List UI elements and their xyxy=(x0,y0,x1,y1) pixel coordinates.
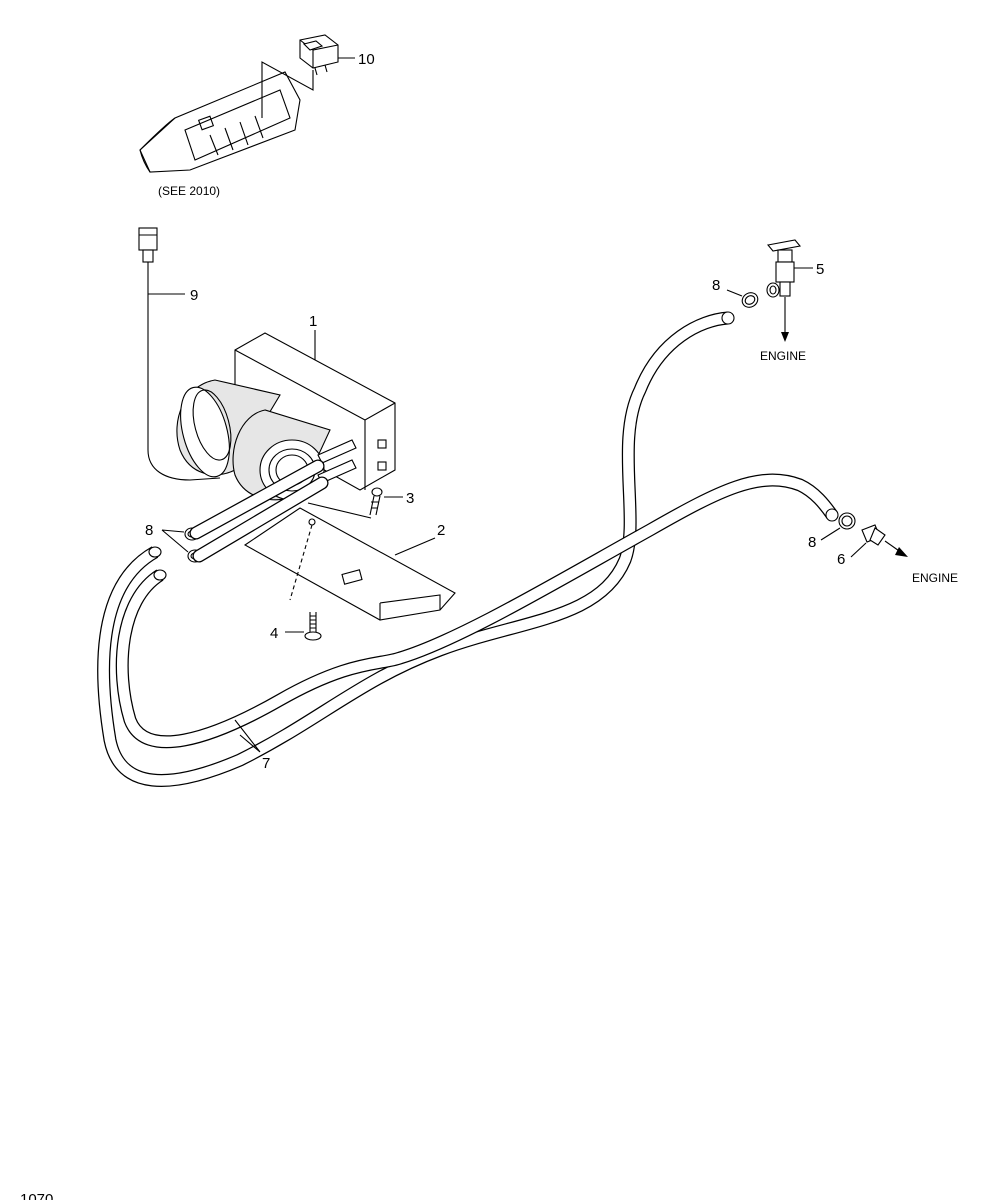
shutoff-valve xyxy=(766,239,802,298)
heater-hoses xyxy=(97,311,839,787)
callout-9: 9 xyxy=(190,287,198,304)
callout-3: 3 xyxy=(406,490,414,507)
callout-7: 7 xyxy=(262,755,270,772)
engine-label-right: ENGINE xyxy=(912,571,958,585)
engine-arrow-top xyxy=(781,297,789,342)
page-number-fragment: 1070 xyxy=(20,1191,53,1200)
callout-1: 1 xyxy=(309,313,317,330)
mounting-bracket xyxy=(243,507,456,621)
callout-6: 6 xyxy=(837,551,845,568)
bolt-4 xyxy=(304,612,322,641)
callout-8-right: 8 xyxy=(808,534,816,551)
callout-8-top: 8 xyxy=(712,277,720,294)
callout-5: 5 xyxy=(816,261,824,278)
engine-arrow-right xyxy=(884,540,908,557)
callout-10: 10 xyxy=(358,51,375,68)
callout-2: 2 xyxy=(437,522,445,539)
see-2010-note: (SEE 2010) xyxy=(158,184,220,198)
callout-4: 4 xyxy=(270,625,278,642)
dash-switch-panel xyxy=(139,71,301,173)
wire-harness xyxy=(138,227,221,481)
screw-3 xyxy=(369,487,383,516)
callout-8-left: 8 xyxy=(145,522,153,539)
engine-label-top: ENGINE xyxy=(760,349,806,363)
hose-clamp-right xyxy=(838,512,856,530)
heater-unit xyxy=(176,332,396,501)
hose-clamp-top xyxy=(741,292,759,308)
switch-leader-line xyxy=(261,61,314,118)
rocker-switch xyxy=(299,34,339,76)
hose-fitting xyxy=(861,524,886,546)
